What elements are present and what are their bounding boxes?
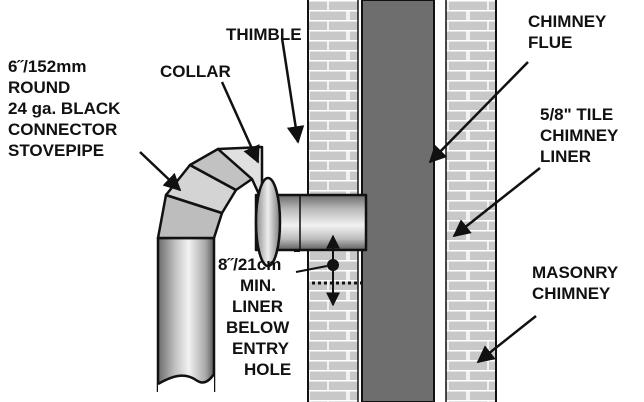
liner-label-line-2: CHIMNEY: [540, 126, 619, 145]
min-liner-dimension: [295, 234, 362, 307]
masonry-label-line-2: CHIMNEY: [532, 284, 611, 303]
thimble-label: THIMBLE: [226, 25, 302, 44]
flue-leader: [428, 61, 529, 164]
min-liner-label-line-3: LINER: [232, 297, 283, 316]
liner-label-line-3: LINER: [540, 147, 591, 166]
liner-leader: [452, 167, 541, 238]
min-liner-label-line-5: ENTRY: [232, 339, 290, 358]
min-liner-label-line-1: 8˝/21cm: [218, 255, 281, 274]
right-brick-wall: [446, 0, 496, 402]
thimble-leader: [280, 37, 305, 144]
dimension-dot: [327, 259, 339, 271]
min-liner-leader: [295, 265, 328, 273]
flue-label-line-1: CHIMNEY: [528, 12, 607, 31]
pipe-leader: [139, 151, 182, 192]
min-liner-label-line-6: HOLE: [244, 360, 291, 379]
chimney-flue: [361, 0, 435, 402]
pipe-label-line-2: ROUND: [8, 78, 70, 97]
liner-label-line-1: 5/8" TILE: [540, 105, 613, 124]
collar-label: COLLAR: [160, 62, 231, 81]
pipe-label-line-3: 24 ga. BLACK: [8, 99, 121, 118]
leader-lines: [139, 37, 541, 364]
flue-label-line-2: FLUE: [528, 33, 572, 52]
collar-leader: [220, 81, 260, 164]
min-liner-label-line-4: BELOW: [226, 318, 290, 337]
pipe-label-line-4: CONNECTOR: [8, 120, 117, 139]
min-liner-label-line-2: MIN.: [240, 276, 276, 295]
masonry-leader: [476, 315, 537, 364]
masonry-label-line-1: MASONRY: [532, 263, 619, 282]
vertical-pipe: [156, 236, 216, 398]
pipe-label-line-5: STOVEPIPE: [8, 141, 104, 160]
collar: [254, 176, 282, 268]
pipe-label-line-1: 6˝/152mm: [8, 57, 86, 76]
